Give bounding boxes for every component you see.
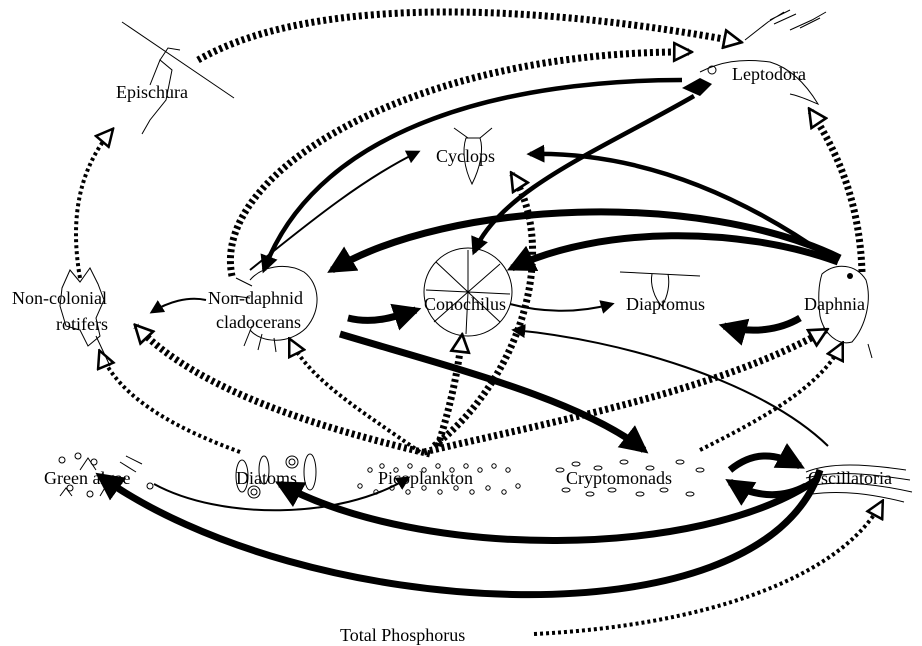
edge-picoplankton-to-daphnia <box>423 326 826 456</box>
edge-total-phosphorus-to-oscillatoria <box>533 502 882 636</box>
non-daphnid-cladocerans-label: Non-daphnid <box>208 288 303 308</box>
epischura-illustration <box>121 21 235 135</box>
green-algae-label: Green algae <box>44 468 130 488</box>
edge-daphnia-to-diaptomus <box>718 314 802 346</box>
daphnia-label: Daphnia <box>804 294 865 314</box>
edge-daphnia-to-conochilus <box>506 232 840 272</box>
oscillatoria-illustration <box>805 464 913 503</box>
leptodora-label: Leptodora <box>732 64 806 84</box>
rotifer-illustration <box>59 267 111 367</box>
oscillatoria-label: Oscillatoria <box>808 468 892 488</box>
diatoms-label: Diatoms <box>236 468 297 488</box>
edge-daphnia-to-non-daphnid-cladocerans <box>327 208 842 274</box>
edge-picoplankton-to-non-daphnid-cladocerans <box>290 340 422 454</box>
non-daphnid-cladocerans-label-2: cladocerans <box>216 312 301 332</box>
epischura-label: Epischura <box>116 82 188 102</box>
edge-oscillatoria-to-diatoms <box>275 477 818 544</box>
edge-picoplankton-to-non-colonial-rotifers <box>136 326 431 458</box>
diaptomus-illustration <box>619 271 701 307</box>
edge-picoplankton-to-cyclops <box>431 174 536 449</box>
edge-leptodora-to-conochilus <box>471 94 696 256</box>
picoplankton-label: Picoplankton <box>378 468 473 488</box>
cladoceran-illustration <box>233 265 318 353</box>
diatoms-illustration <box>235 453 317 499</box>
conochilus-label: Conochilus <box>424 294 506 314</box>
edge-cryptomonads-to-oscillatoria <box>727 443 805 473</box>
edge-non-daphnid-cladocerans-to-cryptomonads <box>338 330 649 454</box>
edge-non-daphnid-cladocerans-to-leptodora <box>226 52 690 277</box>
edge-non-daphnid-cladocerans-to-conochilus <box>347 303 422 331</box>
edges-layer <box>74 8 882 636</box>
total-phosphorus-label: Total Phosphorus <box>340 625 465 645</box>
edge-daphnia-to-cyclops <box>526 144 832 260</box>
edge-leptodora-to-non-daphnid-cladocerans <box>260 77 683 274</box>
picoplankton-illustration <box>357 463 521 495</box>
edge-daphnia-to-leptodora <box>807 110 866 273</box>
cryptomonads-label: Cryptomonads <box>566 468 672 488</box>
conochilus-illustration <box>423 247 513 337</box>
green-algae-illustration <box>58 452 154 498</box>
edge-green-algae-to-picoplankton <box>153 476 411 512</box>
edge-non-colonial-rotifers-to-epischura <box>74 130 112 279</box>
edge-oscillatoria-to-green-algae <box>95 468 824 599</box>
non-colonial-rotifers-label: Non-colonial <box>12 288 107 308</box>
daphnia-illustration <box>818 265 873 359</box>
edge-non-daphnid-cladocerans-to-non-colonial-rotifers <box>149 297 207 314</box>
cyclops-illustration <box>453 127 493 186</box>
cryptomonads-illustration <box>555 459 705 497</box>
diaptomus-label: Diaptomus <box>626 294 705 314</box>
edge-oscillatoria-to-conochilus <box>511 324 829 447</box>
non-colonial-rotifers-label-2: rotifers <box>56 314 108 334</box>
leptodora-illustration <box>682 9 827 106</box>
edge-conochilus-to-diaptomus <box>509 300 615 314</box>
edge-non-daphnid-cladocerans-to-cyclops <box>249 150 421 271</box>
edge-picoplankton-to-conochilus <box>434 336 462 448</box>
cyclops-label: Cyclops <box>436 146 495 166</box>
edge-epischura-to-leptodora <box>196 8 740 64</box>
edge-cryptomonads-to-daphnia <box>699 344 842 452</box>
edge-diatoms-to-non-colonial-rotifers <box>100 352 241 454</box>
